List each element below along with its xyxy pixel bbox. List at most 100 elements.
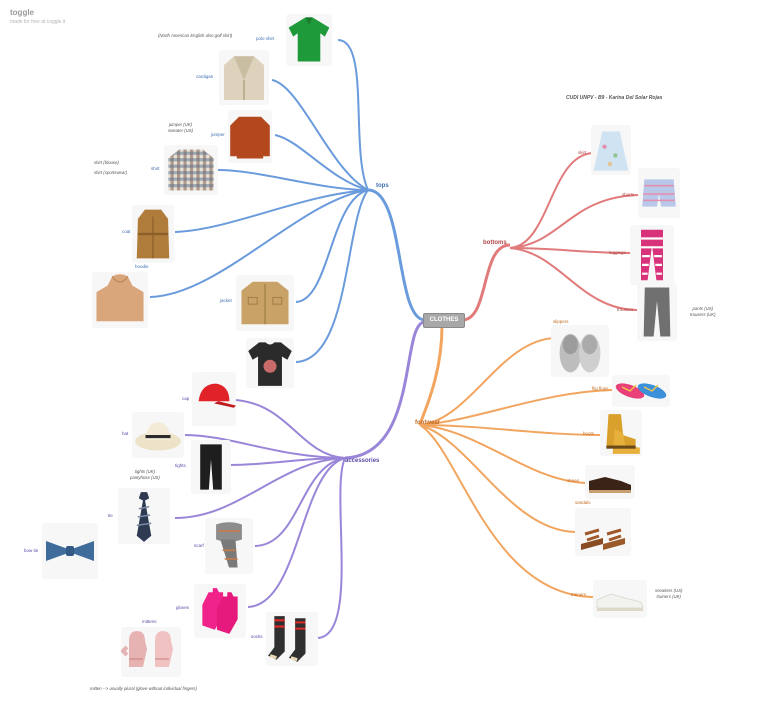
tights-label[interactable]: tights (175, 463, 186, 468)
link-center-accessories (344, 320, 426, 460)
coat-label[interactable]: coat (122, 229, 131, 234)
trousers-photo (637, 283, 677, 341)
link-acc-hat (184, 434, 346, 459)
scarf-photo (205, 518, 253, 574)
jumper-photo (228, 110, 272, 163)
flip-flops-label[interactable]: flip flops (592, 386, 609, 391)
link-tops-shirt (217, 169, 369, 191)
link-bottoms-skirt (509, 152, 594, 249)
link-tops-jacket (295, 189, 369, 303)
polo-label[interactable]: polo shirt (256, 36, 275, 41)
link-footwear-sandals (419, 424, 576, 533)
jacket-photo (236, 275, 294, 331)
app-subtitle: made for free at coggle.it (10, 19, 66, 25)
leggings-photo (630, 225, 674, 285)
hoodie-label[interactable]: hoodie (135, 264, 149, 269)
trainers-label[interactable]: trainers (571, 592, 587, 597)
polo-shirt-photo (286, 14, 332, 66)
mittens-note: mitten --> usually plural (glove without… (90, 686, 197, 691)
tights-photo (191, 440, 231, 494)
jumper-notes: jumper (UK) sweater (US) (168, 122, 193, 135)
link-footwear-flipflops (419, 389, 613, 426)
link-footwear-slippers (419, 337, 556, 426)
tights-notes: tights (UK) pantyhose (US) (130, 469, 160, 482)
cardigan-label[interactable]: cardigan (196, 74, 214, 79)
center-node[interactable]: CLOTHES (423, 313, 465, 328)
link-footwear-trainers (419, 424, 594, 598)
trainers-notes: sneakers (US) trainers (UK) (655, 588, 682, 601)
trousers-note-us: pants (US) (692, 306, 714, 311)
link-tops-tshirt (295, 189, 369, 363)
scarf-label[interactable]: scarf (194, 543, 204, 548)
trainers-note-us: sneakers (US) (655, 588, 683, 593)
slippers-label[interactable]: slippers (553, 319, 569, 324)
shorts-photo (638, 168, 680, 218)
sandals-label[interactable]: sandals (575, 500, 591, 505)
link-tops-cardigan (271, 79, 369, 191)
tie-label[interactable]: tie (108, 513, 113, 518)
skirt-label[interactable]: skirt (578, 150, 587, 155)
hat-photo (132, 412, 184, 458)
credit-text: CUDI UNPV - B9 - Karina Del Solar Rojas (566, 95, 663, 101)
shoes-label[interactable]: shoes (567, 478, 580, 483)
bow-tie-label[interactable]: bow tie (24, 548, 39, 553)
polo-note: (North American English also golf shirt) (158, 33, 233, 38)
tights-note-uk: tights (UK) (134, 469, 156, 474)
category-accessories[interactable]: accessories (345, 458, 380, 464)
boots-photo (600, 410, 642, 456)
link-acc-tie (174, 457, 346, 519)
shorts-label[interactable]: shorts (622, 192, 635, 197)
tshirt-photo (246, 338, 294, 388)
jumper-label[interactable]: jumper (211, 132, 225, 137)
flip-flops-photo (612, 375, 670, 407)
category-footwear[interactable]: footwear (415, 420, 441, 426)
jacket-label[interactable]: jacket (220, 298, 232, 303)
link-acc-cap (235, 399, 346, 459)
coat-photo (132, 205, 174, 263)
link-center-footwear (418, 325, 444, 426)
cap-label[interactable]: cap (182, 396, 190, 401)
slippers-photo (551, 325, 609, 377)
shoes-photo (585, 465, 635, 499)
category-bottoms[interactable]: bottoms (483, 240, 507, 246)
link-tops-polo (337, 39, 369, 191)
trousers-note-uk: trousers (UK) (690, 312, 716, 318)
jumper-note-uk: jumper (UK) (168, 122, 193, 127)
link-bottoms-trousers (509, 247, 639, 311)
skirt-photo (591, 125, 631, 175)
gloves-photo (194, 584, 246, 638)
gloves-label[interactable]: gloves (176, 605, 190, 610)
mittens-label[interactable]: mittens (142, 619, 157, 624)
shirt-note-blouse: shirt (blouse) (94, 160, 119, 165)
checked-shirt-photo (164, 145, 218, 195)
category-tops[interactable]: tops (376, 183, 389, 189)
trousers-label[interactable]: trousers (617, 307, 634, 312)
shirt-label[interactable]: shirt (151, 166, 160, 171)
shirt-notes: shirt (blouse) shirt (sportswear) (94, 160, 127, 177)
jumper-note-us: sweater (US) (168, 128, 194, 134)
mittens-photo (121, 627, 181, 677)
link-acc-socks (317, 457, 346, 639)
link-tops-hoodie (149, 189, 369, 298)
link-center-bottoms (461, 243, 511, 322)
trainers-photo (593, 580, 647, 618)
link-acc-gloves (247, 457, 346, 608)
boots-label[interactable]: boots (583, 431, 595, 436)
shirt-note-sportswear: shirt (sportswear) (94, 170, 128, 176)
link-bottoms-shorts (509, 194, 639, 249)
tie-photo (118, 488, 170, 544)
link-tops-jumper (274, 134, 369, 191)
app-header: toggle made for free at coggle.it (10, 8, 65, 25)
socks-label[interactable]: socks (251, 634, 263, 639)
hat-label[interactable]: hat (122, 431, 129, 436)
leggings-label[interactable]: leggings (609, 250, 626, 255)
link-acc-tights (229, 457, 346, 466)
cap-photo (192, 372, 236, 426)
link-footwear-shoes (419, 424, 588, 484)
link-tops-coat (174, 189, 369, 233)
tights-note-us: pantyhose (US) (130, 475, 160, 481)
link-acc-scarf (254, 457, 346, 547)
cardigan-photo (219, 50, 269, 105)
socks-photo (266, 612, 318, 666)
